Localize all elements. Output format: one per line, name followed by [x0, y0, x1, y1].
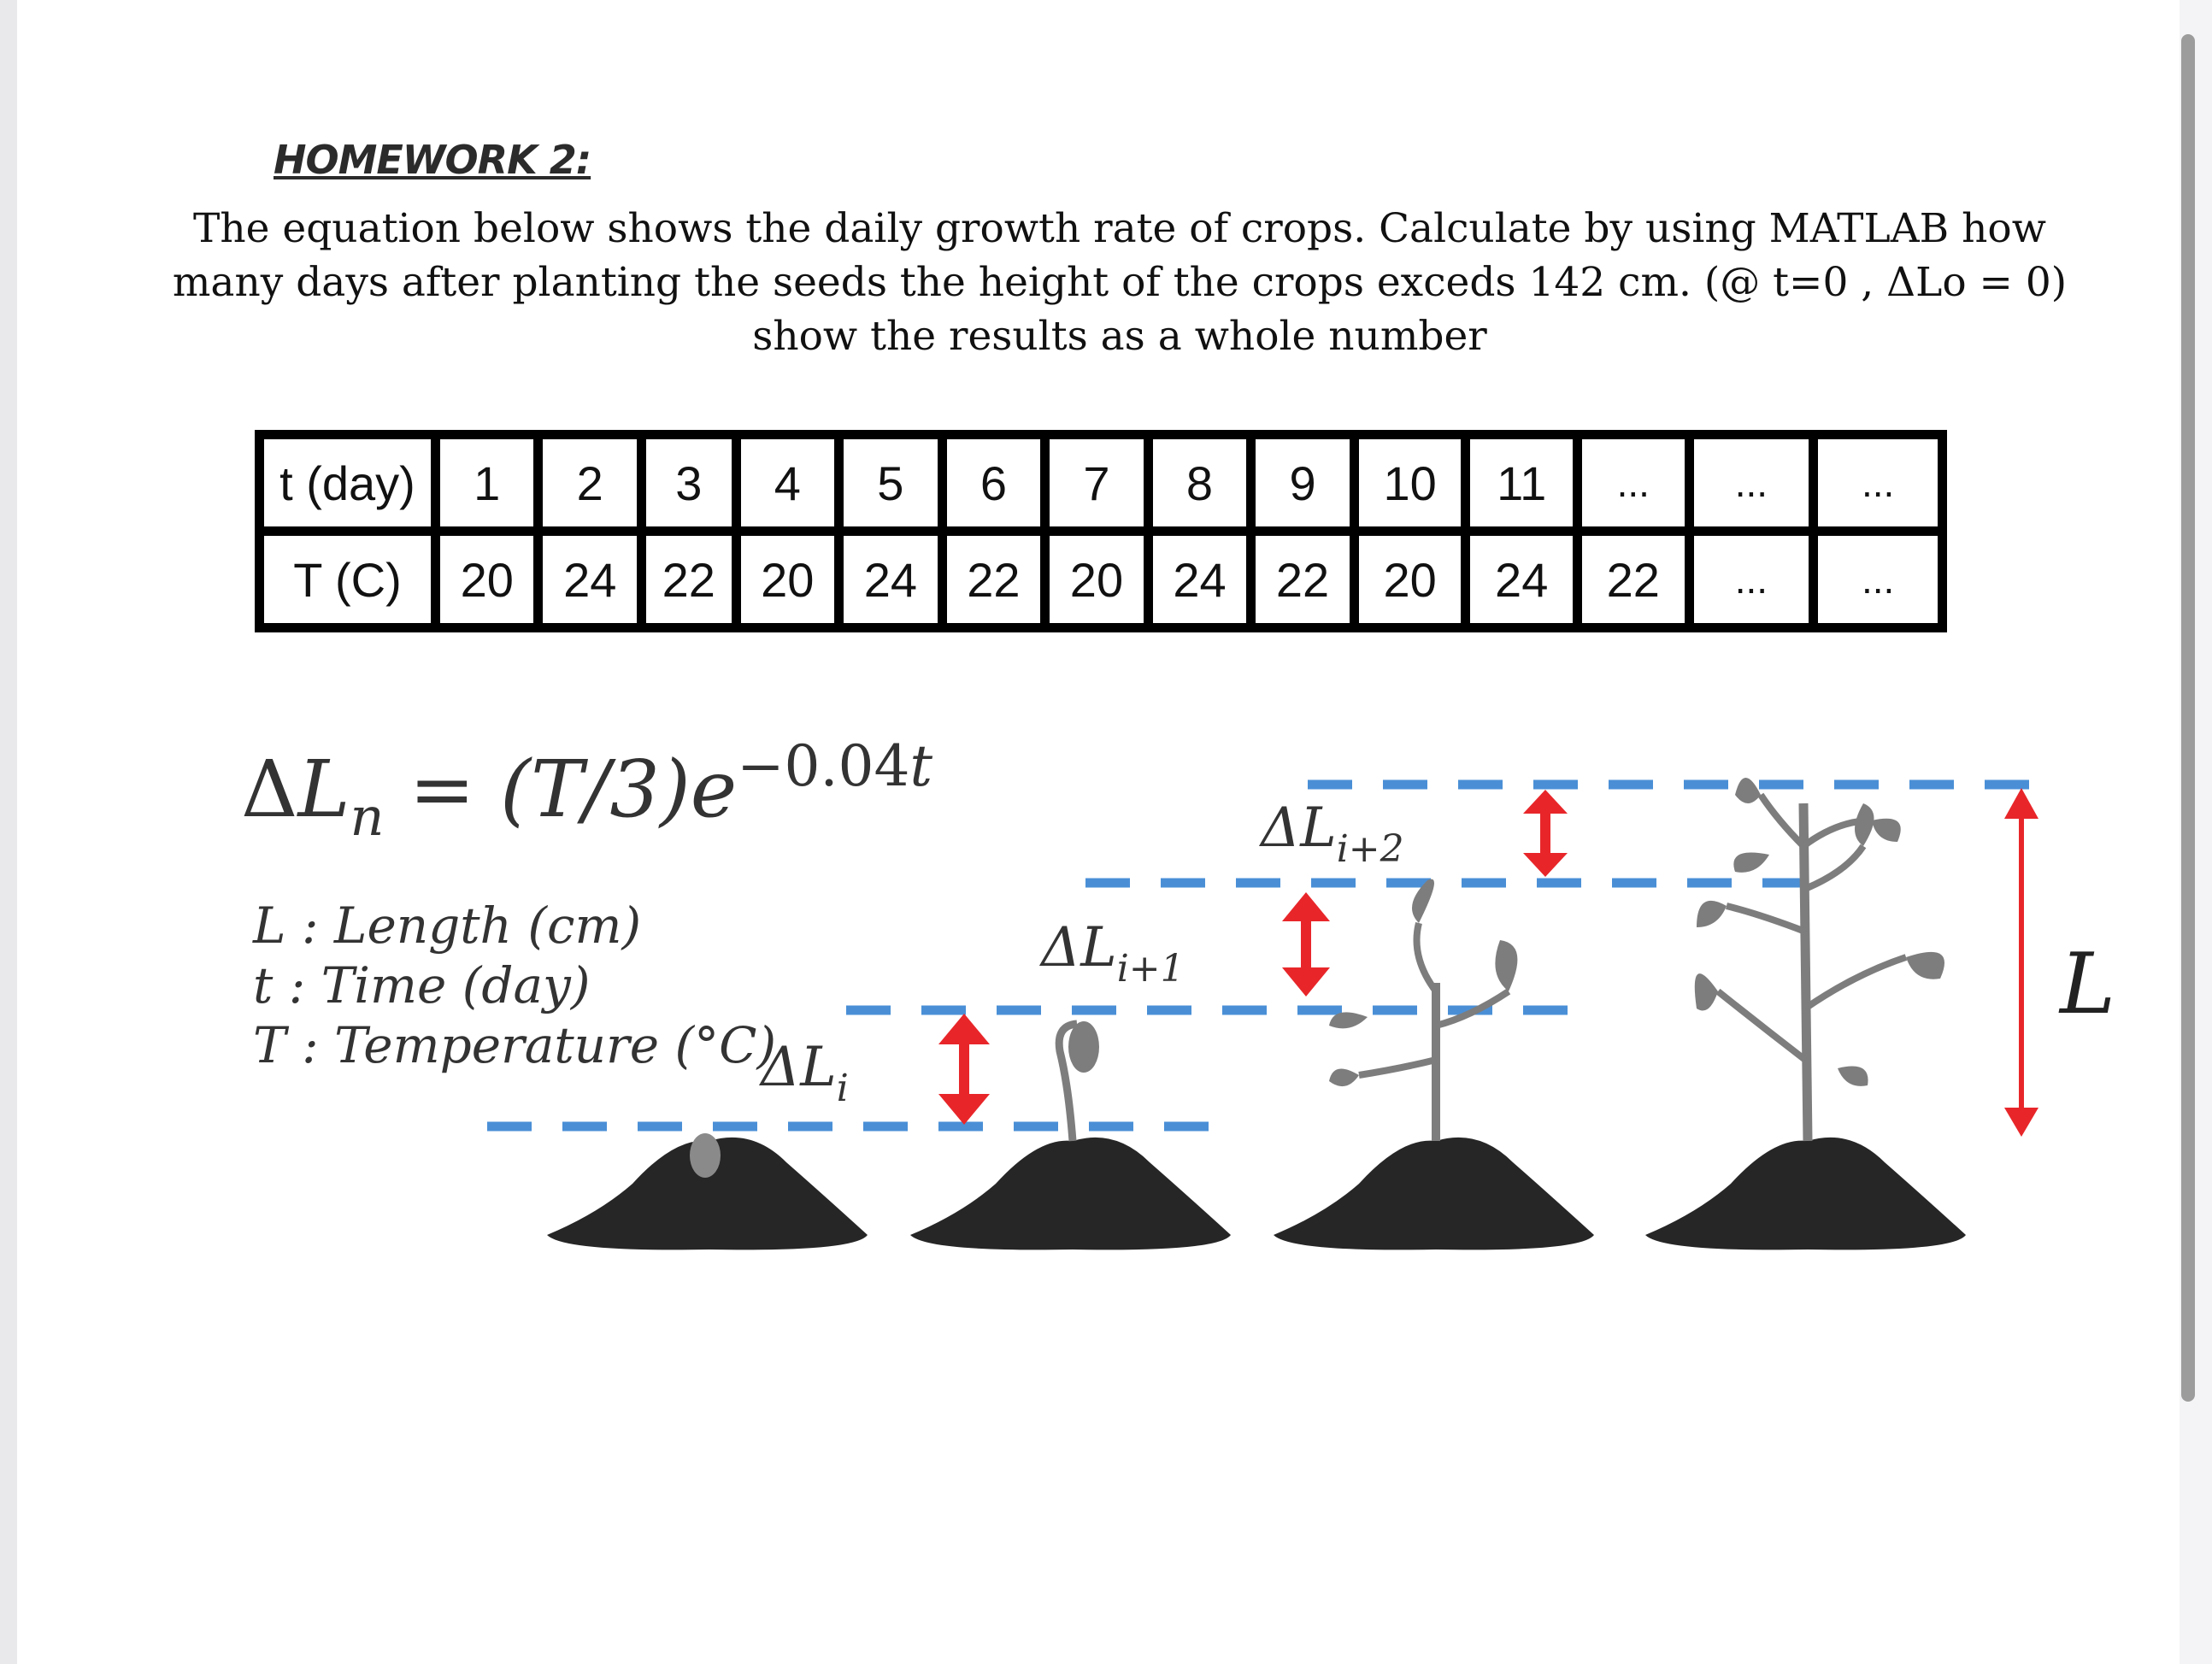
delta-li-arrow-icon: [938, 1014, 990, 1125]
soil-mound-1: [547, 1137, 868, 1250]
homework-title: HOMEWORK 2:: [274, 137, 591, 183]
table-cell-temp: ...: [1684, 526, 1819, 632]
problem-line-1: The equation below shows the daily growt…: [193, 205, 2046, 252]
growth-equation: ΔLn = (T/3)e−0.04t: [241, 733, 932, 848]
delta-li2-text: ΔL: [1261, 797, 1337, 860]
table-cell-day: 7: [1040, 430, 1153, 536]
table-cell-temp: 22: [637, 526, 741, 632]
equation-exponent: −0.04t: [737, 733, 932, 799]
table-cell-day: 6: [937, 430, 1050, 536]
mature-plant-icon: [1694, 778, 1944, 1142]
delta-li-subscript: i: [836, 1067, 849, 1110]
delta-li2-subscript: i+2: [1336, 827, 1404, 871]
table-cell-day: 8: [1143, 430, 1256, 536]
table-cell-day: ...: [1573, 430, 1694, 536]
exponent-variable: t: [909, 733, 932, 799]
equation-rhs: (T/3)e: [500, 744, 738, 835]
delta-li2-arrow-icon: [1523, 790, 1568, 877]
equation-equals: =: [384, 744, 501, 835]
table-cell-temp: 24: [1143, 526, 1256, 632]
table-cell-day: 9: [1246, 430, 1359, 536]
table-cell-temp: 20: [1349, 526, 1471, 632]
delta-li1-label: ΔLi+1: [1041, 916, 1185, 991]
table-cell-temp: 22: [937, 526, 1050, 632]
total-length-label: L: [2060, 936, 2116, 1033]
sprout-icon: [1055, 1020, 1078, 1142]
seed-icon: [690, 1133, 721, 1178]
scrollbar-thumb[interactable]: [2181, 34, 2195, 1402]
exponent-number: −0.04: [737, 733, 910, 799]
delta-li2-label: ΔLi+2: [1261, 797, 1404, 871]
table-cell-temp: 22: [1573, 526, 1694, 632]
problem-line-2: many days after planting the seeds the h…: [172, 259, 2068, 306]
total-length-arrow-icon: [2004, 788, 2038, 1137]
soil-mound-4: [1645, 1137, 1966, 1250]
table-cell-day: 4: [731, 430, 844, 536]
legend-length: L : Length (cm): [253, 897, 642, 955]
equation-lhs-subscript: n: [350, 785, 385, 848]
problem-statement: The equation below shows the daily growt…: [171, 202, 2068, 363]
table-cell-temp: 24: [1461, 526, 1582, 632]
delta-li1-arrow-icon: [1282, 892, 1330, 997]
table-cell-day: 3: [637, 430, 741, 536]
soil-mound-3: [1274, 1137, 1594, 1250]
sprout-leaf-icon: [1068, 1021, 1099, 1073]
table-cell-temp: 24: [834, 526, 947, 632]
equation-lhs-L: L: [297, 744, 350, 835]
problem-line-3: show the results as a whole number: [752, 313, 1487, 360]
table-row-days: t (day) 1 2 3 4 5 6 7 8 9 10 11 ... ... …: [255, 430, 1947, 536]
table-cell-day: ...: [1684, 430, 1819, 536]
table-cell-day: 1: [430, 430, 544, 536]
table-cell-temp: ...: [1809, 526, 1947, 632]
delta-li1-text: ΔL: [1041, 916, 1117, 979]
legend-time: t : Time (day): [253, 956, 591, 1014]
delta-li-label: ΔLi: [761, 1036, 849, 1110]
table-cell-day: 5: [834, 430, 947, 536]
temperature-table: t (day) 1 2 3 4 5 6 7 8 9 10 11 ... ... …: [255, 430, 1947, 632]
table-cell-temp: 20: [430, 526, 544, 632]
delta-li-text: ΔL: [761, 1036, 837, 1099]
table-cell-day: 11: [1461, 430, 1582, 536]
young-plant-icon: [1329, 879, 1518, 1141]
table-cell-day: 10: [1349, 430, 1471, 536]
table-cell-day: ...: [1809, 430, 1947, 536]
table-cell-day: 2: [533, 430, 647, 536]
table-cell-temp: 22: [1246, 526, 1359, 632]
table-header-day: t (day): [255, 430, 440, 536]
soil-mound-2: [910, 1137, 1231, 1250]
equation-delta: Δ: [241, 744, 298, 835]
table-header-temp: T (C): [255, 526, 440, 632]
legend-temperature: T : Temperature (°C): [253, 1016, 777, 1074]
table-cell-temp: 20: [1040, 526, 1153, 632]
table-cell-temp: 24: [533, 526, 647, 632]
table-cell-temp: 20: [731, 526, 844, 632]
table-row-temps: T (C) 20 24 22 20 24 22 20 24 22 20 24 2…: [255, 526, 1947, 632]
delta-li1-subscript: i+1: [1116, 947, 1185, 991]
